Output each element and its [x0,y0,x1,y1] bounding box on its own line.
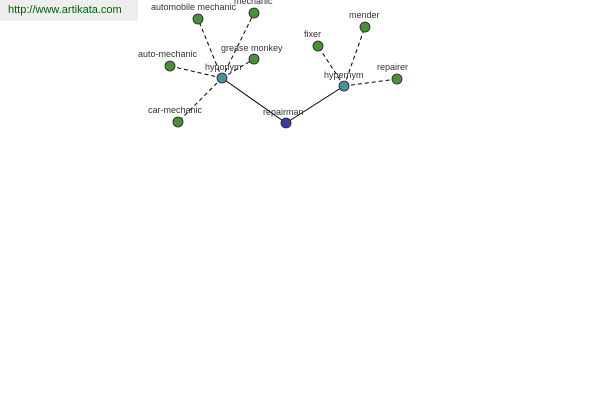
edge-hyponym-car-mechanic [177,77,223,123]
label-fixer[interactable]: fixer [304,29,321,39]
graph-edges [169,12,398,124]
label-auto-mechanic[interactable]: auto-mechanic [138,49,198,59]
label-hyponym: hyponym [205,62,242,72]
edge-hypernym-mender [343,26,366,87]
node-fixer[interactable] [312,40,324,52]
node-automobile-mechanic[interactable] [192,13,204,25]
edge-hyponym-automobile-mechanic [197,18,223,79]
node-repairer[interactable] [391,73,403,85]
site-url-link[interactable]: http://www.artikata.com [0,0,138,21]
label-repairman[interactable]: repairman [263,107,304,117]
node-car-mechanic[interactable] [172,116,184,128]
node-repairman[interactable] [280,117,292,129]
edge-hypernym-fixer [317,45,345,87]
label-grease-monkey[interactable]: grease monkey [221,43,283,53]
edge-hyponym-mechanic [221,12,255,79]
node-hyponym [216,72,228,84]
edge-hyponym-auto-mechanic [169,65,223,79]
label-mechanic[interactable]: mechanic [234,0,273,6]
node-auto-mechanic[interactable] [164,60,176,72]
label-car-mechanic[interactable]: car-mechanic [148,105,203,115]
edge-repairman-hyponym [221,77,287,124]
graph-nodes [164,7,403,129]
edge-hypernym-repairer [343,78,398,87]
label-automobile-mechanic[interactable]: automobile mechanic [151,2,237,12]
edge-repairman-hypernym [285,85,345,124]
label-repairer[interactable]: repairer [377,62,408,72]
node-mender[interactable] [359,21,371,33]
node-mechanic[interactable] [248,7,260,19]
node-hypernym [338,80,350,92]
label-hypernym: hypernym [324,70,364,80]
graph-labels: repairman hyponym hypernym automobile mecha… [138,0,408,117]
label-mender[interactable]: mender [349,10,380,20]
edge-hyponym-grease-monkey [221,58,255,79]
node-grease-monkey[interactable] [248,53,260,65]
